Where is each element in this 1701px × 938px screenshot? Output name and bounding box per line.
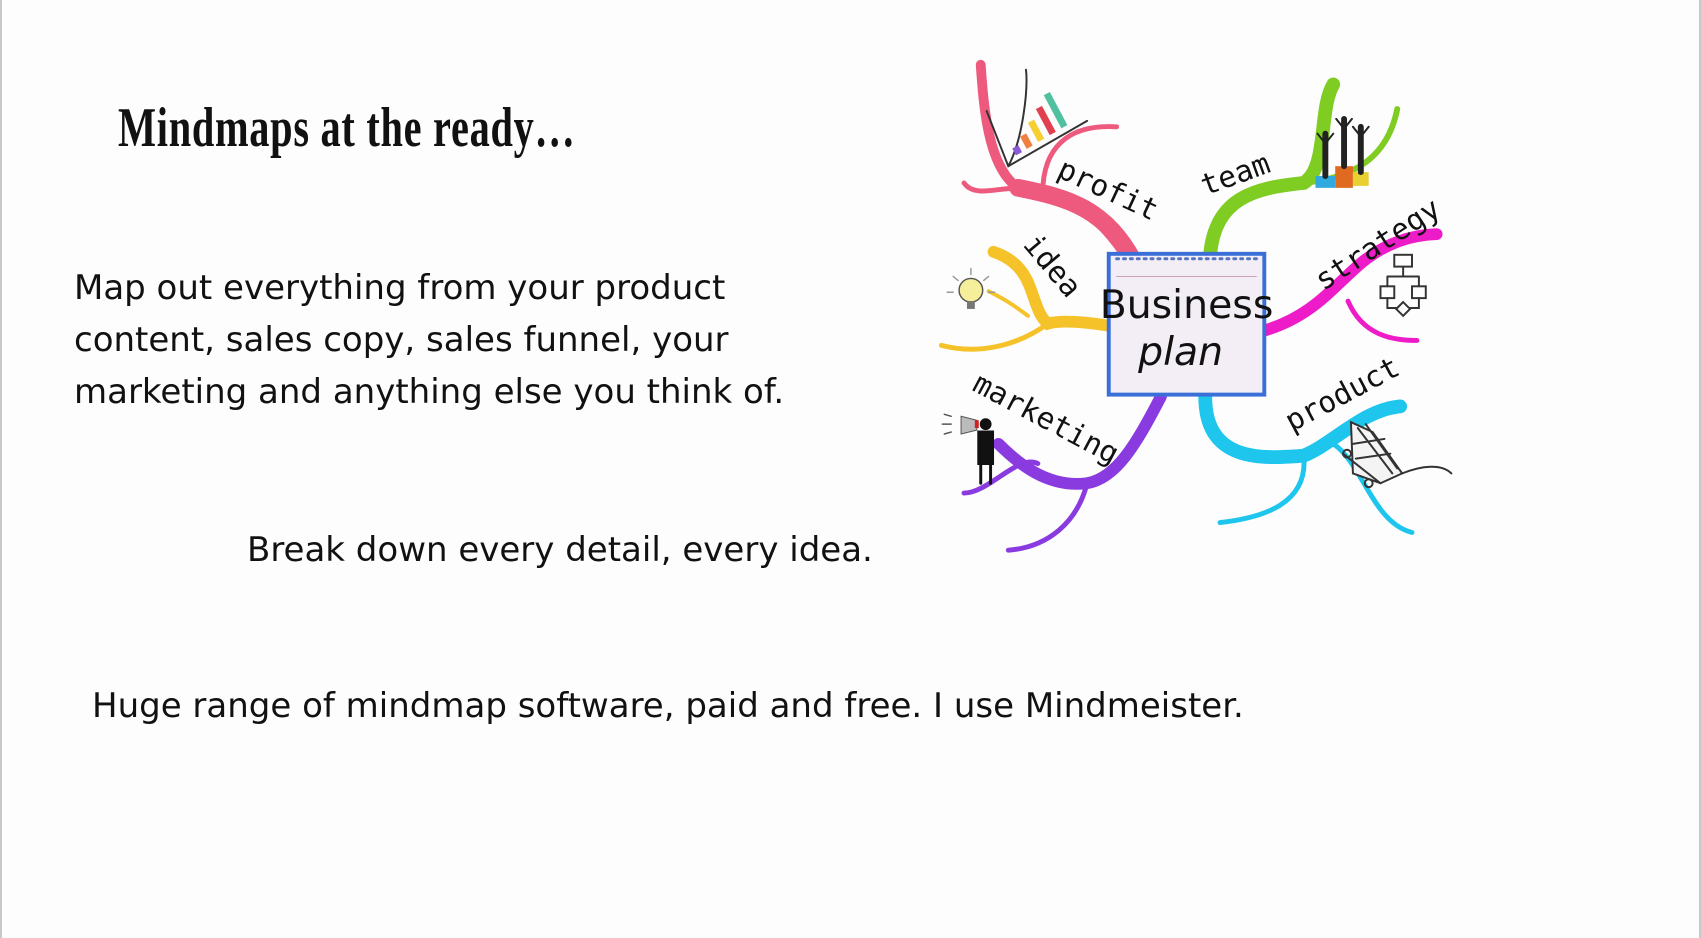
body-paragraph-map-out: Map out everything from your product con… [74, 268, 785, 412]
branch-marketing [961, 390, 1167, 553]
lightbulb-icon [946, 267, 996, 309]
business-plan-mindmap-image: Business plan profit team idea strategy … [939, 59, 1453, 553]
center-label-line-2: plan [1137, 329, 1223, 375]
team-podium-icon [1315, 115, 1370, 188]
center-notebook [1106, 251, 1267, 397]
branch-label-strategy: strategy [1309, 191, 1447, 297]
flowchart-icon [1379, 253, 1427, 318]
bar-chart-icon [985, 68, 1089, 168]
branch-product [1198, 389, 1415, 535]
body-paragraph-break-down: Break down every detail, every idea. [247, 530, 873, 570]
shopping-cart-icon [1342, 420, 1453, 489]
body-paragraph-software: Huge range of mindmap software, paid and… [92, 686, 1244, 726]
slide-border-right [1699, 0, 1701, 938]
branch-profit [961, 59, 1146, 276]
slide-title: Mindmaps at the ready… [118, 97, 576, 159]
slide-border-left [0, 0, 2, 938]
center-label-line-1: Business [1100, 282, 1274, 328]
businessman-megaphone-icon [941, 413, 995, 485]
branch-strategy [1258, 228, 1443, 343]
